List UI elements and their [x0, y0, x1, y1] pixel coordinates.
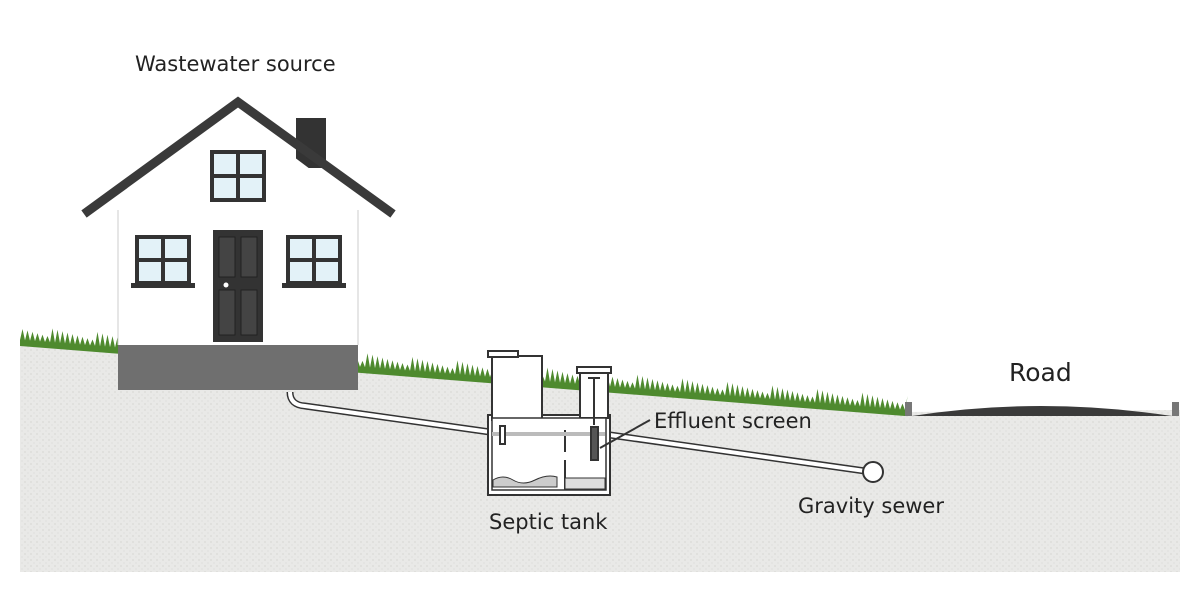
effluent-screen — [590, 426, 599, 461]
label-effluent-screen: Effluent screen — [654, 409, 812, 433]
gravity-sewer-main — [862, 461, 884, 483]
roof — [81, 96, 396, 218]
screen-pointer — [599, 419, 651, 449]
label-wastewater-source: Wastewater source — [135, 52, 336, 76]
window-right — [282, 235, 346, 288]
window-left — [131, 235, 195, 288]
door — [213, 230, 263, 342]
septic-tank — [487, 350, 651, 496]
foundation — [118, 345, 358, 390]
window-top — [210, 150, 266, 202]
inlet-pipe — [286, 391, 491, 436]
house — [81, 96, 396, 390]
label-road: Road — [1009, 358, 1072, 387]
label-septic-tank: Septic tank — [489, 510, 608, 534]
outlet-pipe — [609, 431, 866, 475]
road — [905, 402, 1179, 416]
label-gravity-sewer: Gravity sewer — [798, 494, 944, 518]
